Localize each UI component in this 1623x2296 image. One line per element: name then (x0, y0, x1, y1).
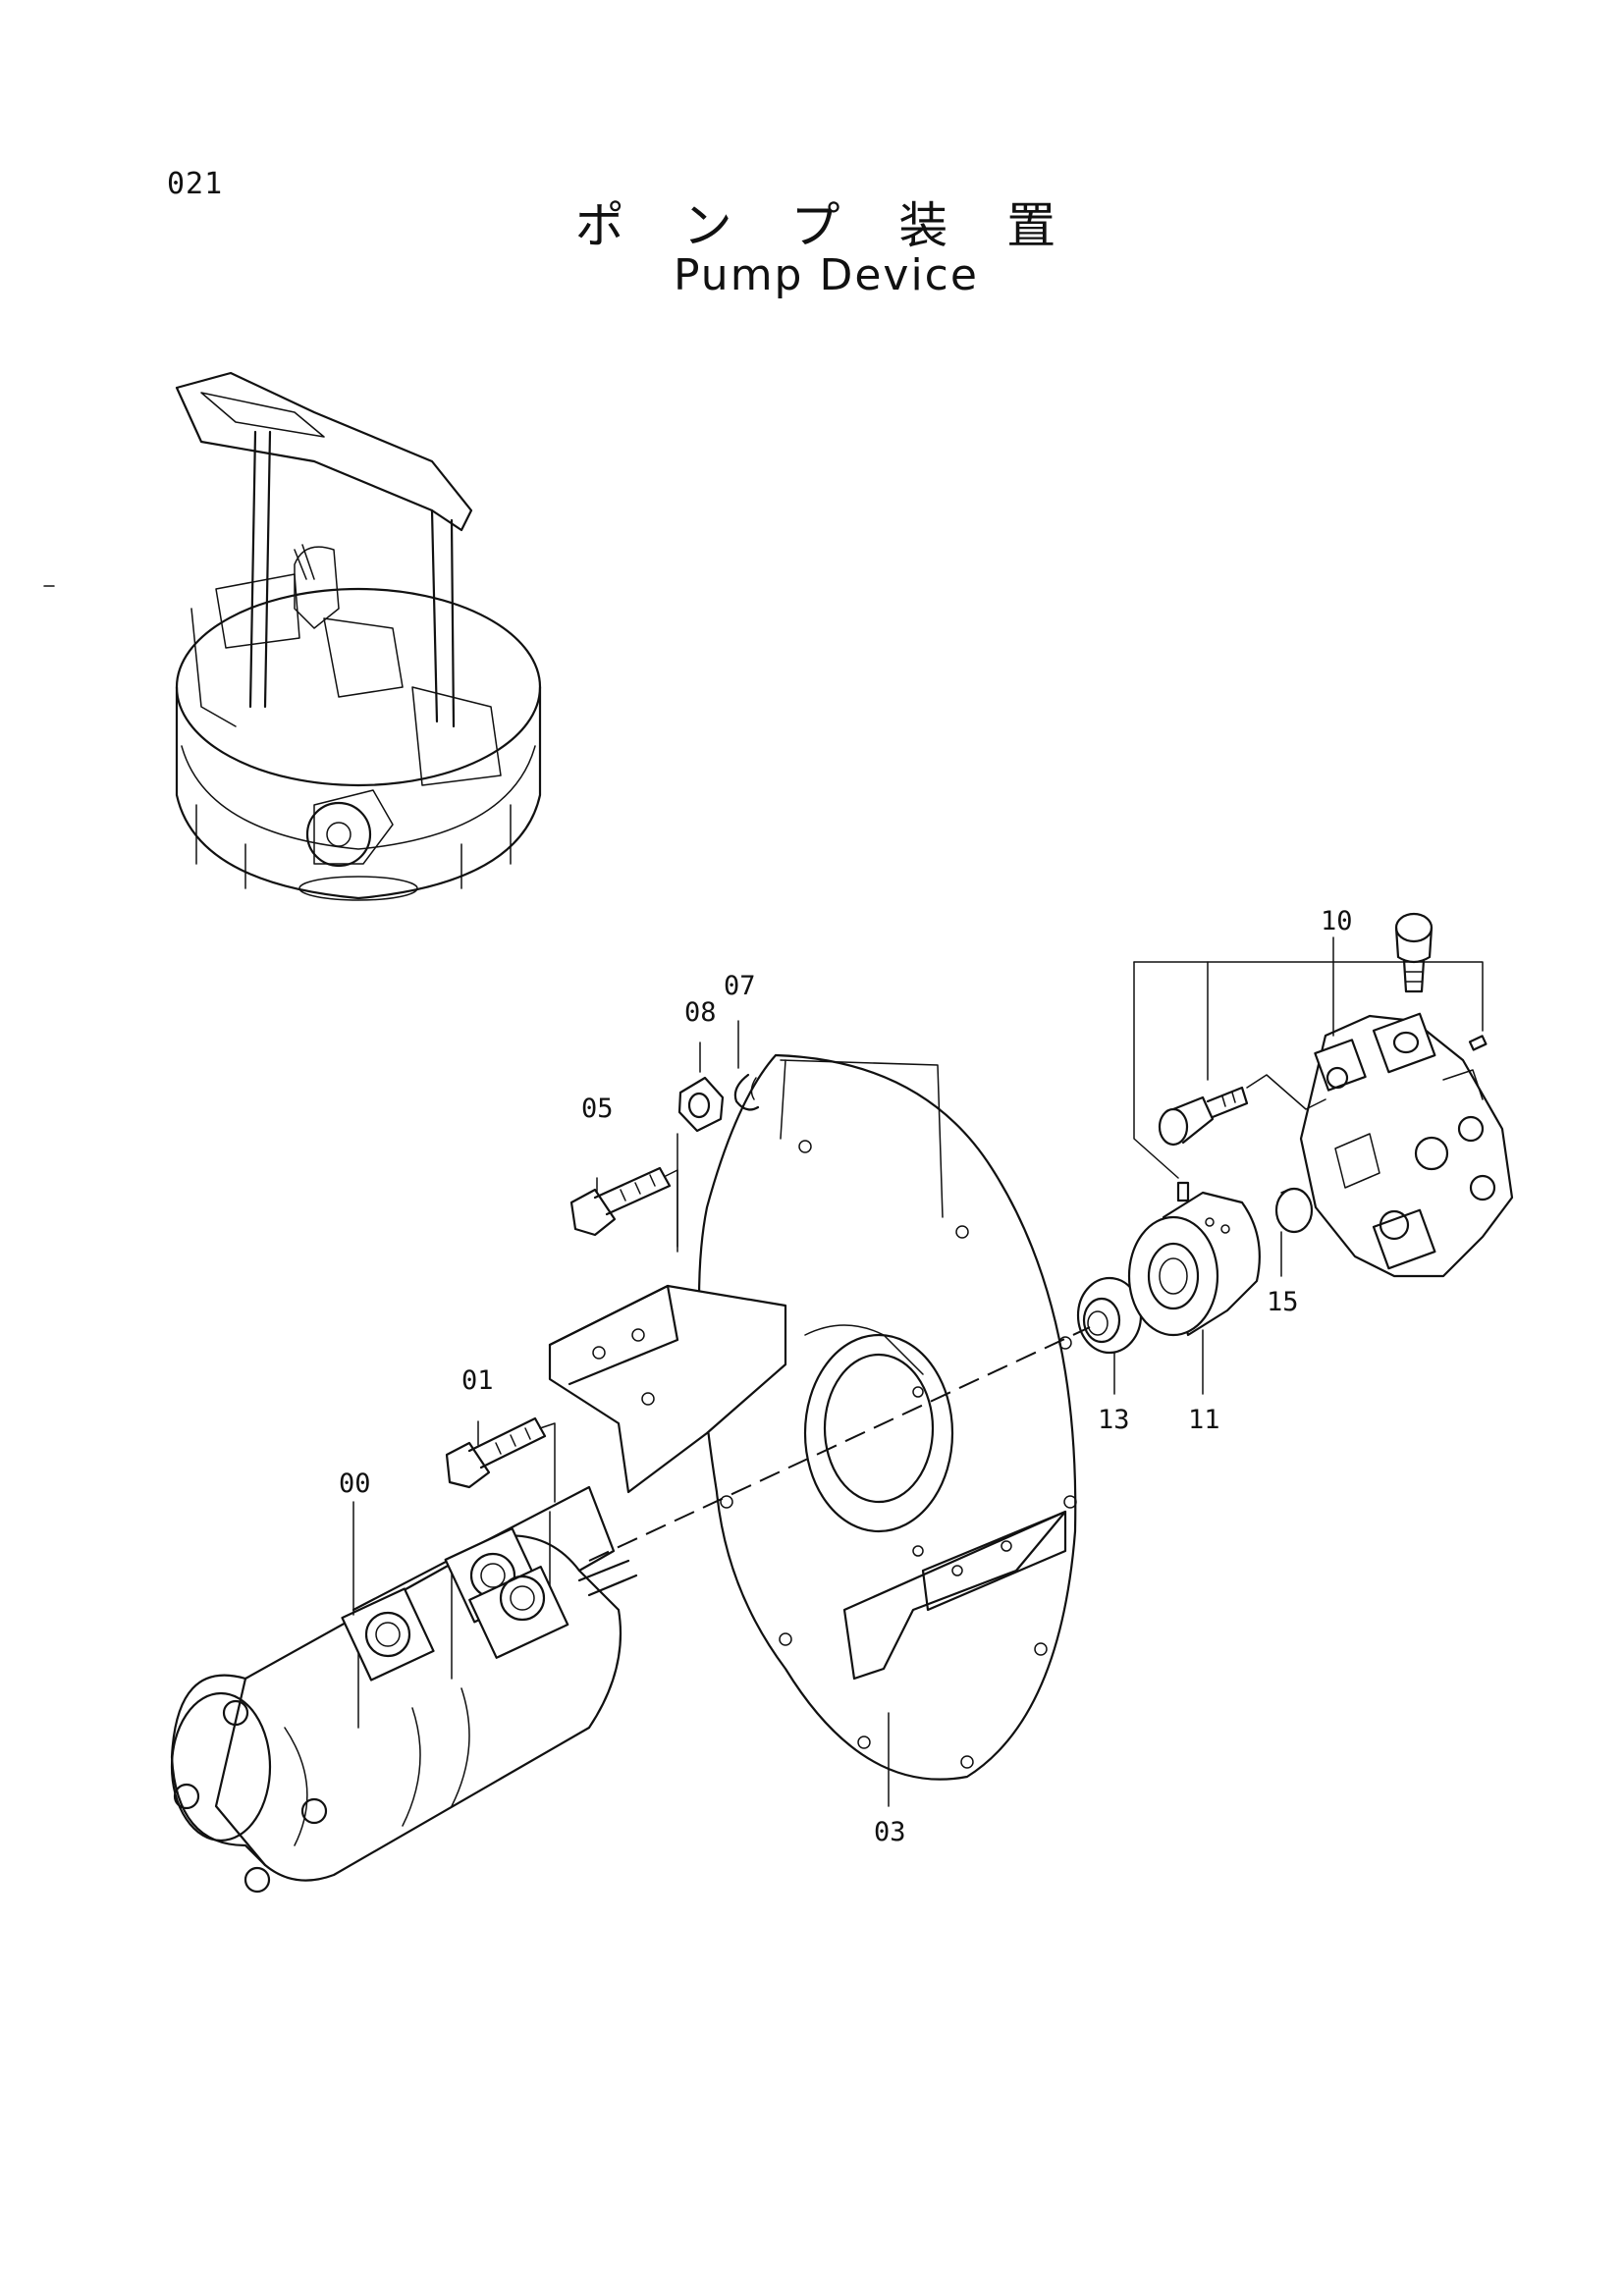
part-03-housing-plate (548, 1053, 1077, 1781)
callout-10: 10 (1321, 906, 1353, 936)
callout-11: 11 (1188, 1405, 1220, 1435)
callout-01: 01 (461, 1365, 494, 1396)
leader-bracket-10 (1133, 961, 1484, 1032)
assembly-centerline (588, 1326, 1091, 1562)
part-07-ring (733, 1073, 760, 1111)
part-08-nut (677, 1076, 725, 1133)
callout-05: 05 (581, 1094, 614, 1124)
callout-07: 07 (724, 971, 756, 1001)
part-15-plug (1274, 1187, 1314, 1234)
callout-08: 08 (684, 997, 717, 1028)
coupling-cap-screw (1394, 912, 1434, 993)
callout-03: 03 (874, 1817, 906, 1847)
part-11-hub (1127, 1191, 1261, 1337)
callout-13: 13 (1098, 1405, 1130, 1435)
coupling-pin (1176, 1035, 1488, 1202)
callout-leaders (352, 936, 1334, 1807)
part-01-bolt (445, 1416, 556, 1503)
callout-15: 15 (1267, 1287, 1299, 1317)
page-number: 021 (167, 167, 224, 201)
callout-00: 00 (339, 1468, 371, 1499)
part-05-bolt (569, 1166, 678, 1248)
part-10-coupling (1299, 1012, 1514, 1278)
page-title-japanese: ポ ン プ 装 置 (574, 197, 1078, 254)
leader-screw (1246, 1074, 1326, 1110)
page-title-english: Pump Device (674, 250, 979, 300)
leader-bracket-10a (1133, 961, 1179, 1179)
part-00-gear-pump (170, 1485, 638, 1894)
machine-location-illustration (175, 371, 542, 901)
coupling-side-screw (1158, 1086, 1249, 1147)
